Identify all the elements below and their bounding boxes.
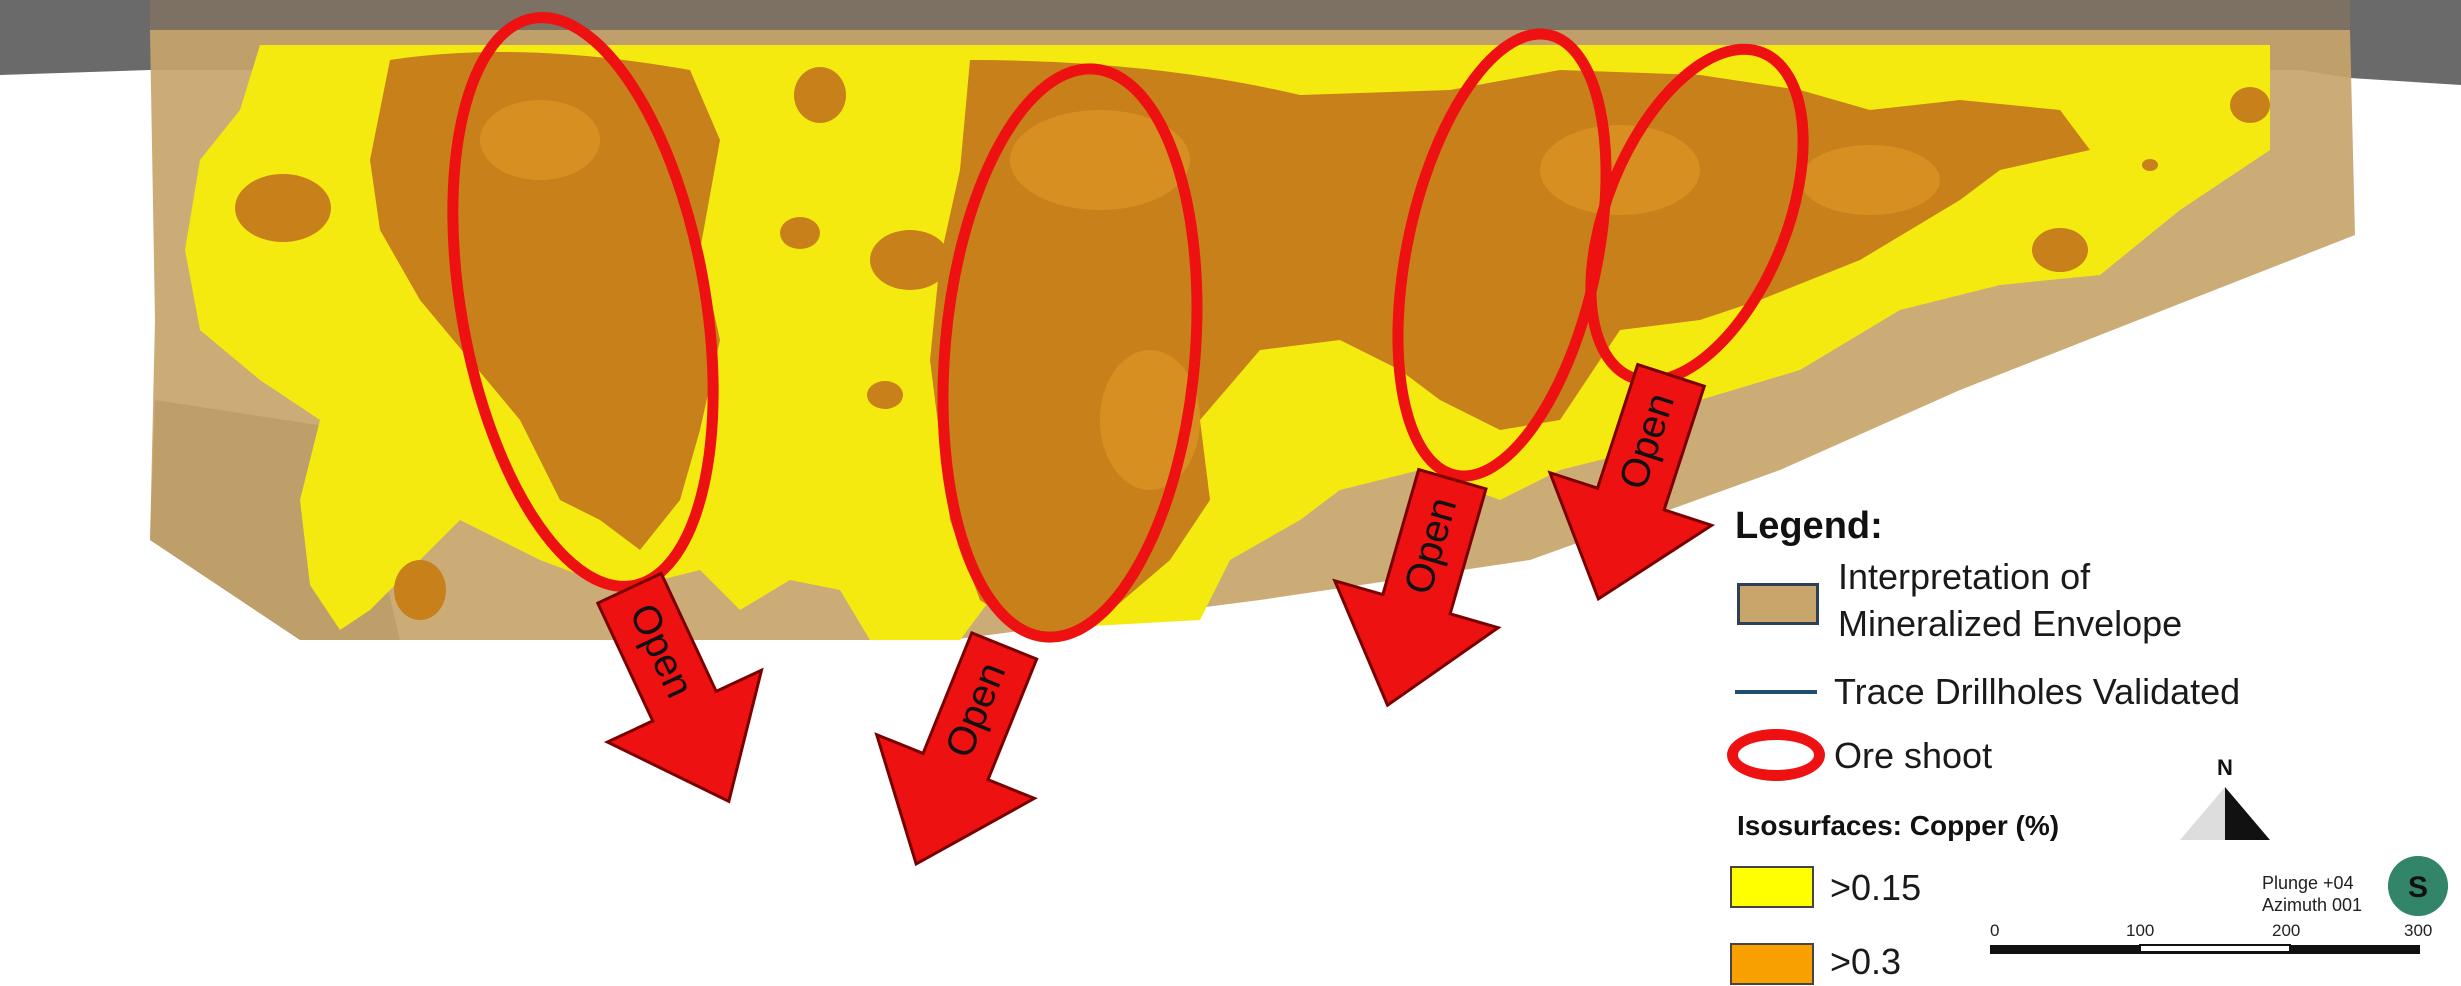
legend-iso-03-label: >0.3: [1830, 938, 1901, 986]
open-arrow-2: Open: [837, 614, 1083, 896]
legend-envelope-line1: Interpretation of: [1838, 553, 2090, 601]
surface-slab-top: [150, 0, 2350, 30]
north-label: N: [2217, 755, 2233, 780]
legend-title: Legend:: [1735, 505, 1883, 548]
legend-iso-015-swatch: [1730, 866, 1814, 908]
azimuth-text: Azimuth 001: [2262, 895, 2362, 916]
legend-ore-shoot-swatch: [1727, 729, 1825, 781]
scale-tick-200: 200: [2272, 921, 2300, 941]
scale-tick-300: 300: [2404, 921, 2432, 941]
legend-trace-label: Trace Drillholes Validated: [1834, 668, 2240, 716]
legend-ore-shoot-label: Ore shoot: [1834, 732, 1992, 780]
scale-bar: [1990, 945, 2420, 954]
legend-iso-015-label: >0.15: [1830, 864, 1921, 912]
scale-tick-100: 100: [2126, 921, 2154, 941]
north-arrow-icon: N: [2180, 755, 2270, 840]
compass-globe-icon: S: [2388, 856, 2448, 916]
plunge-text: Plunge +04: [2262, 873, 2354, 894]
legend-envelope-swatch: [1737, 583, 1819, 625]
scale-tick-0: 0: [1990, 921, 1999, 941]
legend-iso-03-swatch: [1730, 943, 1814, 985]
compass-label: S: [2408, 871, 2428, 904]
isosurfaces-title: Isosurfaces: Copper (%): [1737, 810, 2059, 842]
legend-envelope-line2: Mineralized Envelope: [1838, 600, 2182, 648]
legend-trace-swatch: [1735, 690, 1817, 694]
